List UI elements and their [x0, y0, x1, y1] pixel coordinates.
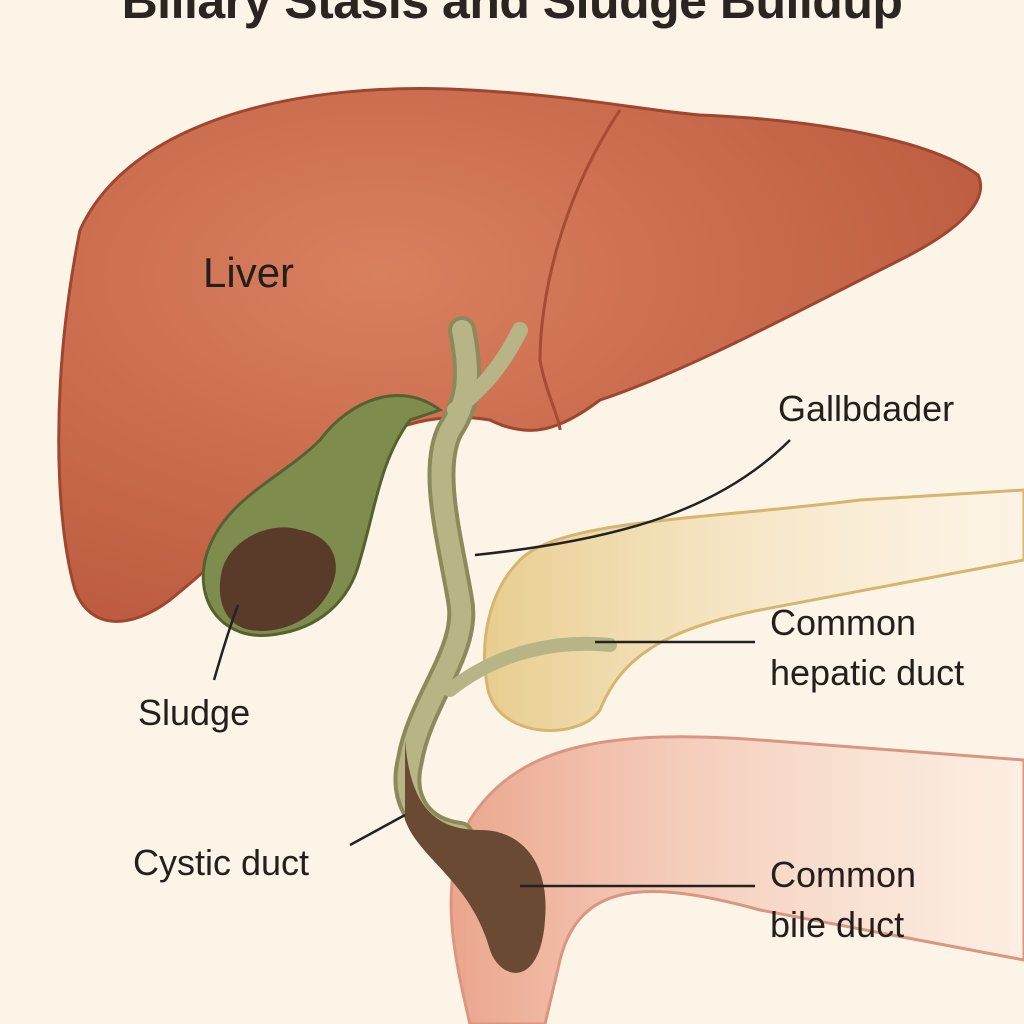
label-common-hepatic-1: Common: [770, 602, 917, 643]
label-common-bile-1: Common: [770, 854, 917, 895]
label-sludge: Sludge: [138, 692, 251, 733]
duct-sludge: [405, 740, 546, 973]
label-gallbladder: Gallbdader: [778, 388, 955, 429]
diagram-title: Biliary Stasis and Sludge Buildup: [121, 0, 903, 29]
leader-lines: [212, 439, 791, 888]
pancreatic-branch: [443, 636, 617, 697]
gallbladder-sludge: [219, 527, 336, 631]
label-common-hepatic-2: hepatic duct: [770, 652, 965, 693]
hepatic-duct-branch: [447, 322, 528, 418]
label-cystic-duct: Cystic duct: [133, 842, 310, 883]
label-common-bile-2: bile duct: [770, 904, 905, 945]
label-liver: Liver: [203, 249, 295, 296]
liver-lobe-line: [538, 109, 622, 431]
duodenum: [449, 735, 1024, 1024]
